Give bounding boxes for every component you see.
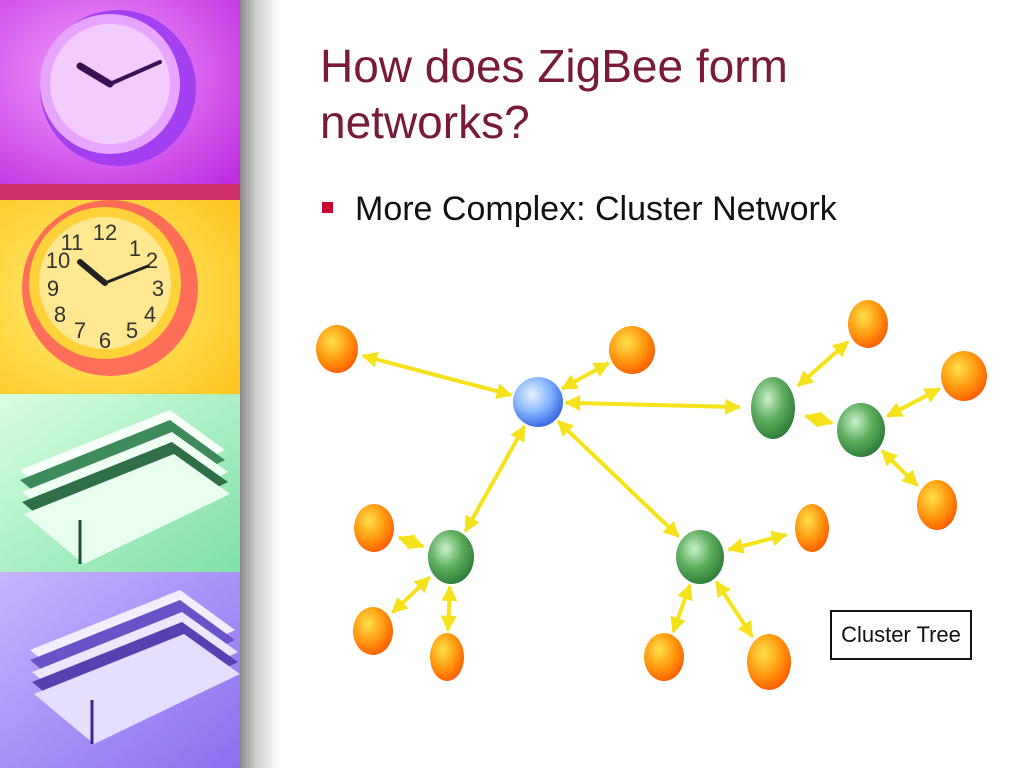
green-books-image (0, 394, 240, 572)
link-coordinator-router-middle (556, 419, 680, 538)
svg-text:1: 1 (129, 236, 141, 261)
node-coordinator (513, 377, 563, 427)
link-router-right-1-router-right-2 (803, 411, 834, 428)
bullet-square-icon (322, 201, 333, 213)
node-router-right-2 (837, 403, 885, 457)
node-end-3 (848, 300, 888, 348)
node-router-right-1 (751, 377, 795, 439)
node-end-2 (609, 326, 655, 374)
node-end-9 (795, 504, 829, 552)
legend-label: Cluster Tree (841, 622, 961, 647)
bullet-text: More Complex: Cluster Network (355, 190, 837, 228)
svg-text:9: 9 (47, 276, 59, 301)
legend-box: Cluster Tree (830, 610, 972, 660)
svg-text:12: 12 (93, 220, 117, 245)
node-end-4 (941, 351, 987, 401)
node-end-5 (917, 480, 957, 530)
link-router-middle-end-9 (727, 530, 788, 554)
cluster-network-diagram (316, 300, 987, 690)
link-coordinator-end-2 (560, 361, 610, 391)
bullet-item: More Complex: Cluster Network (322, 190, 837, 229)
link-coordinator-router-right-1 (564, 395, 742, 415)
svg-text:3: 3 (152, 276, 164, 301)
link-router-left-end-6 (397, 533, 425, 551)
svg-text:11: 11 (61, 230, 84, 255)
node-end-6 (354, 504, 394, 552)
node-router-middle (676, 530, 724, 584)
link-router-left-end-8 (440, 585, 458, 632)
slide-title: How does ZigBee form networks? (320, 40, 788, 148)
purple-clock-image (0, 0, 240, 184)
link-coordinator-end-1 (361, 351, 513, 399)
node-end-11 (747, 634, 791, 690)
svg-text:4: 4 (144, 302, 156, 327)
link-router-right-2-end-4 (885, 387, 941, 419)
strip-shadow (240, 0, 282, 768)
link-router-middle-end-11 (714, 580, 754, 638)
link-coordinator-router-left (463, 424, 527, 533)
node-router-left (428, 530, 474, 584)
svg-text:2: 2 (146, 248, 158, 273)
node-end-8 (430, 633, 464, 681)
link-router-left-end-7 (391, 575, 431, 615)
node-end-1 (316, 325, 358, 373)
svg-text:6: 6 (99, 328, 111, 353)
link-router-right-2-end-5 (880, 449, 919, 487)
node-end-10 (644, 633, 684, 681)
svg-text:7: 7 (74, 318, 86, 343)
svg-text:5: 5 (126, 318, 138, 343)
node-end-7 (353, 607, 393, 655)
svg-text:10: 10 (46, 248, 70, 273)
link-router-right-1-end-3 (796, 340, 850, 388)
link-router-middle-end-10 (670, 583, 693, 634)
svg-text:8: 8 (54, 302, 66, 327)
violet-books-image (0, 572, 240, 768)
